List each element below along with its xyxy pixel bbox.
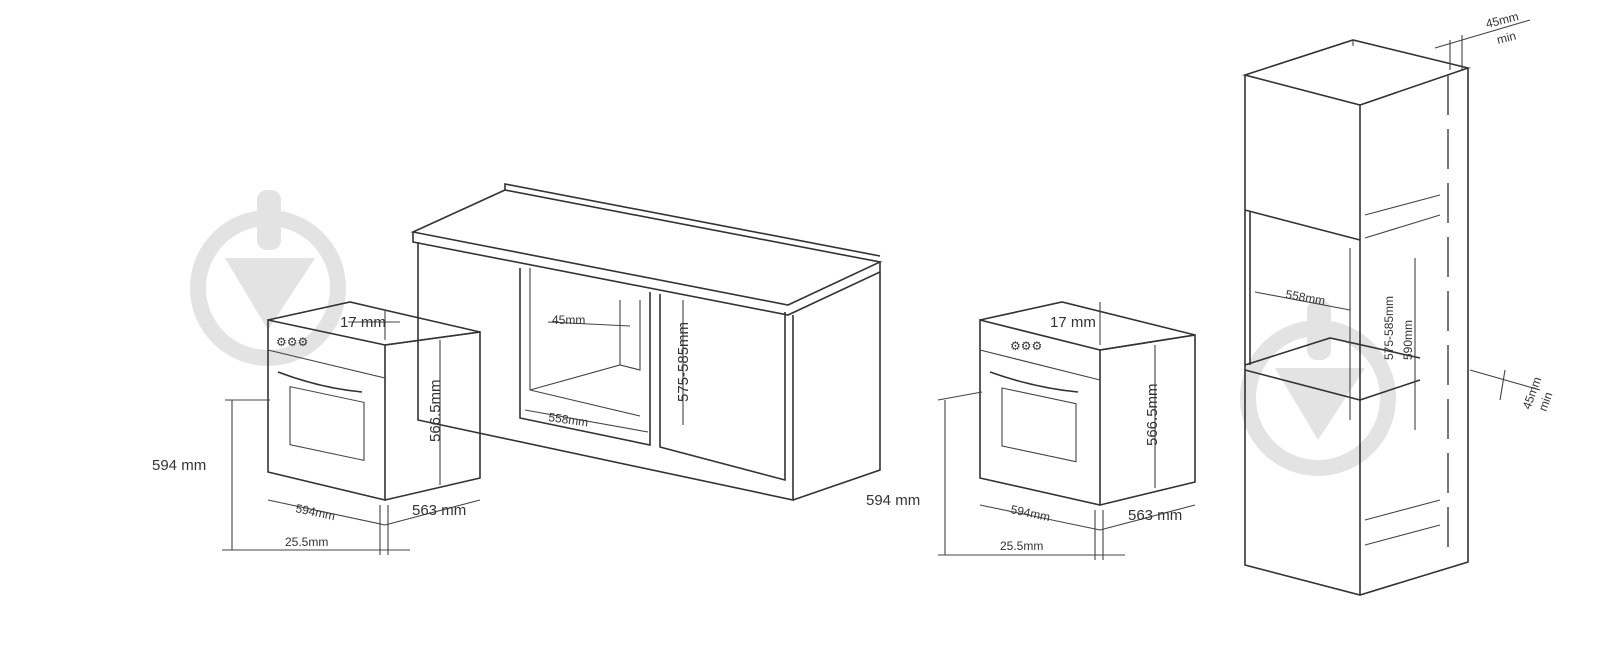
dim-vent-gap: 45mm <box>552 313 585 327</box>
tall-cabinet-drawing: 558mm 575-585mm 590mm 45mm min 45mm min <box>1242 9 1556 596</box>
oven-right-drawing: ⚙⚙⚙ 17 mm 566.5mm 594 mm 594mm 563 mm 25… <box>866 301 1196 560</box>
svg-text:⚙⚙⚙: ⚙⚙⚙ <box>276 335 308 349</box>
dim-tall-niche-width: 558mm <box>1284 287 1326 308</box>
dim-tall-outer-height: 590mm <box>1401 320 1415 360</box>
dim-depth: 563 mm <box>412 502 466 519</box>
dim-body-height-right: 566.5mm <box>1144 383 1161 446</box>
dim-panel: 25.5mm <box>285 535 328 549</box>
dim-width-right: 594mm <box>1009 502 1051 524</box>
dim-depth-right: 563 mm <box>1128 507 1182 524</box>
dim-top-gap: 17 mm <box>340 314 386 331</box>
dim-side-vent-note: min <box>1536 390 1556 413</box>
dim-top-gap-right: 17 mm <box>1050 314 1096 331</box>
dim-total-height: 594 mm <box>152 457 206 474</box>
dim-panel-right: 25.5mm <box>1000 539 1043 553</box>
dim-tall-niche-height: 575-585mm <box>1382 296 1396 360</box>
dim-total-height-right: 594 mm <box>866 492 920 509</box>
dim-width: 594mm <box>294 501 336 523</box>
dim-niche-width: 558mm <box>548 410 590 429</box>
oven-left-drawing: ⚙⚙⚙ 17 mm 566.5mm 594 mm 594mm 563 mm 25… <box>152 301 481 555</box>
dim-body-height: 566.5mm <box>427 379 444 442</box>
svg-text:⚙⚙⚙: ⚙⚙⚙ <box>1010 339 1042 353</box>
watermark-logo-right <box>1240 300 1396 476</box>
dim-niche-height: 575-585mm <box>675 322 692 402</box>
under-counter-cabinet-drawing: 45mm 575-585mm 558mm <box>410 183 883 501</box>
dim-top-vent-note: min <box>1495 29 1517 47</box>
